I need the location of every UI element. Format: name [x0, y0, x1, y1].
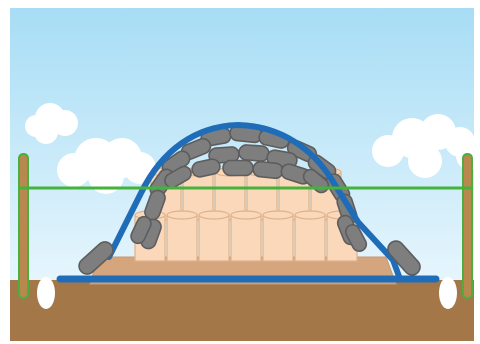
- sandbag: [191, 158, 221, 178]
- sandbag: [387, 240, 421, 276]
- sandbag: [344, 224, 368, 252]
- sandbag: [238, 144, 270, 162]
- pile-cylinder: [262, 210, 294, 262]
- sandbag: [222, 159, 254, 177]
- side-sandbags: [78, 214, 421, 276]
- sandbag: [252, 160, 284, 180]
- sandbag: [164, 165, 192, 189]
- sandbag: [78, 241, 114, 275]
- sandbag: [130, 215, 152, 245]
- cloud-mid: [57, 138, 156, 194]
- post-holes: [37, 277, 457, 309]
- fence-post-left: [18, 153, 29, 299]
- tarp-cover: [106, 122, 403, 282]
- ground: [10, 280, 474, 341]
- clouds: [25, 103, 474, 194]
- pile-cylinder: [198, 210, 230, 262]
- fence-posts: [18, 153, 473, 299]
- cloud-left: [25, 103, 78, 144]
- pile-cylinder: [294, 210, 326, 262]
- fence-post-right: [462, 153, 473, 299]
- pile-cylinder: [230, 210, 262, 262]
- scene: [10, 8, 474, 341]
- post-hole-left: [37, 277, 55, 309]
- covered-pile-illustration: [10, 8, 474, 341]
- pile-cylinder: [166, 210, 198, 262]
- post-hole-right: [439, 277, 457, 309]
